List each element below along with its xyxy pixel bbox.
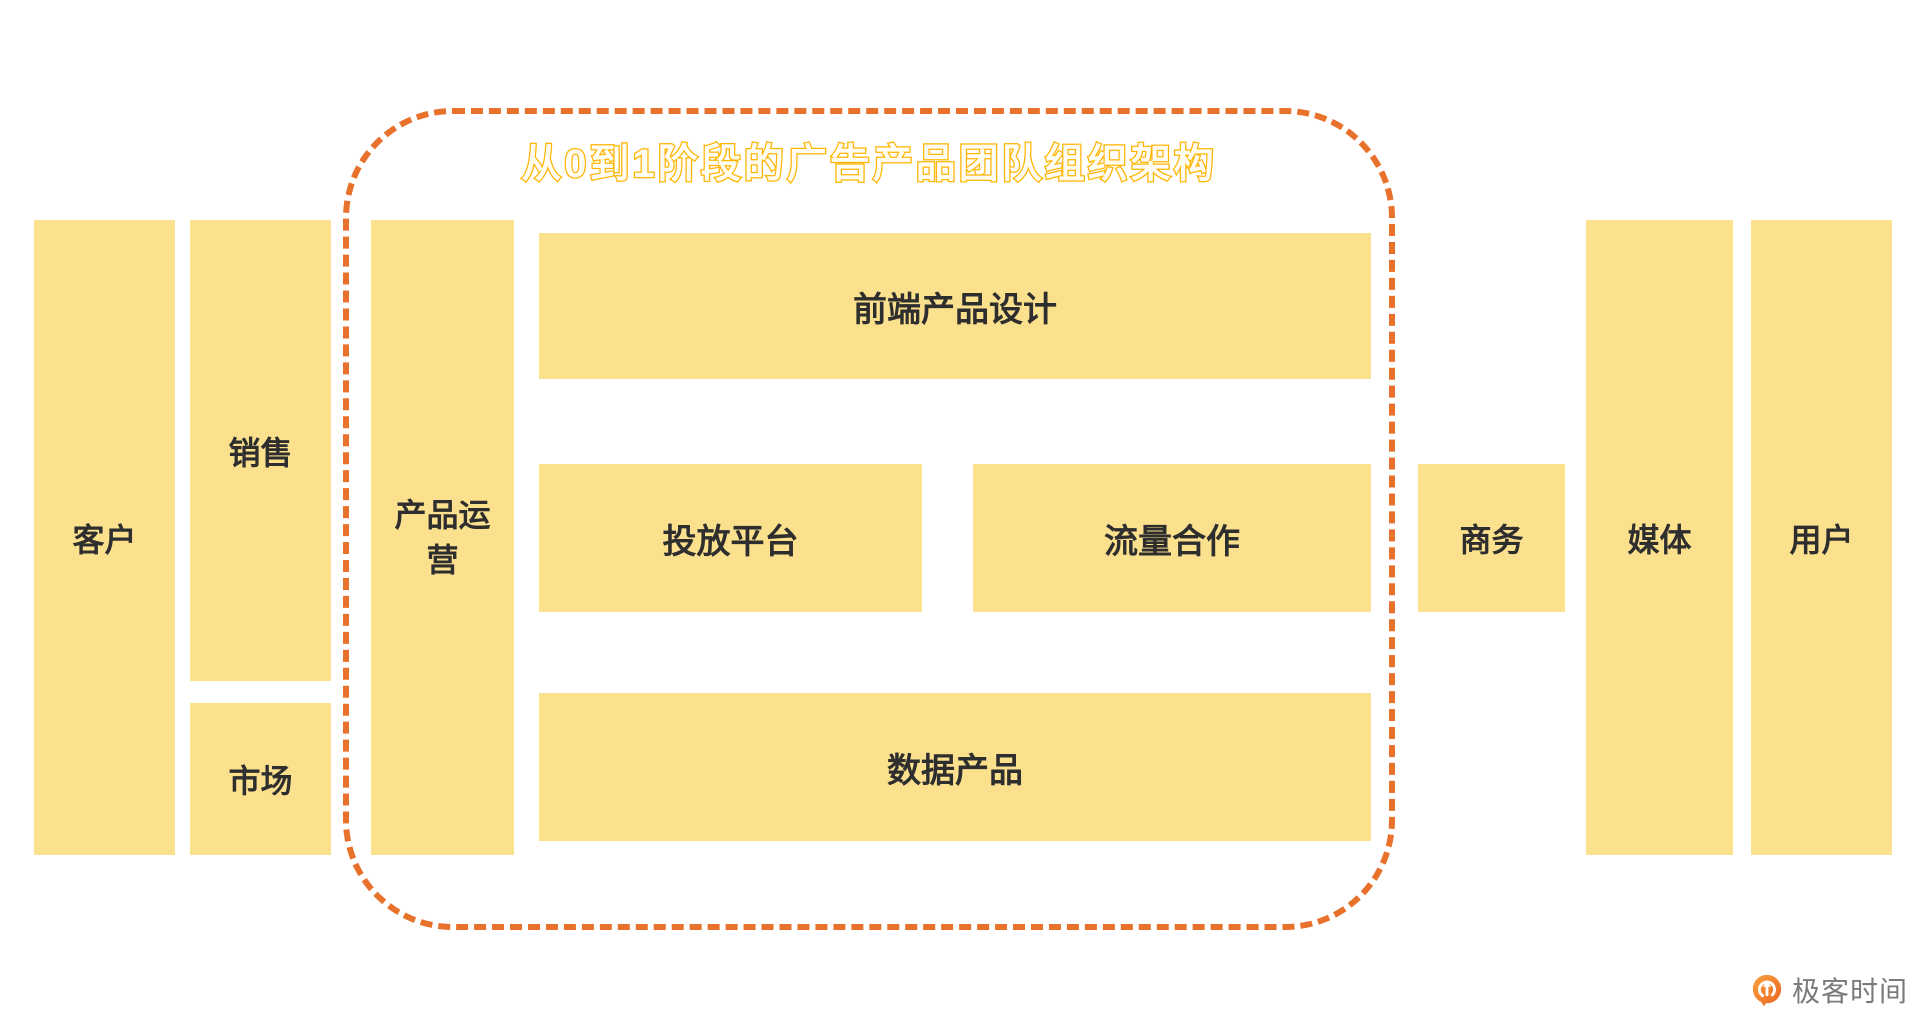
- box-delivery-platform: 投放平台: [539, 464, 922, 612]
- box-media: 媒体: [1586, 220, 1733, 855]
- box-data-product: 数据产品: [539, 693, 1371, 841]
- box-market: 市场: [190, 703, 331, 855]
- diagram-title: 从0到1阶段的广告产品团队组织架构: [520, 141, 1217, 188]
- geektime-logo: 极客时间: [1750, 970, 1908, 1010]
- geektime-logo-text: 极客时间: [1792, 976, 1909, 1007]
- box-frontend-product-design: 前端产品设计: [539, 233, 1371, 379]
- box-sales: 销售: [190, 220, 331, 681]
- geektime-pin-arrow-icon: [1752, 974, 1782, 1007]
- box-product-ops: 产品运营: [371, 220, 514, 855]
- box-business: 商务: [1418, 464, 1565, 612]
- box-customer: 客户: [34, 220, 175, 855]
- box-traffic-cooperation: 流量合作: [973, 464, 1371, 612]
- dashed-frame: [343, 108, 1395, 930]
- box-user: 用户: [1751, 220, 1892, 855]
